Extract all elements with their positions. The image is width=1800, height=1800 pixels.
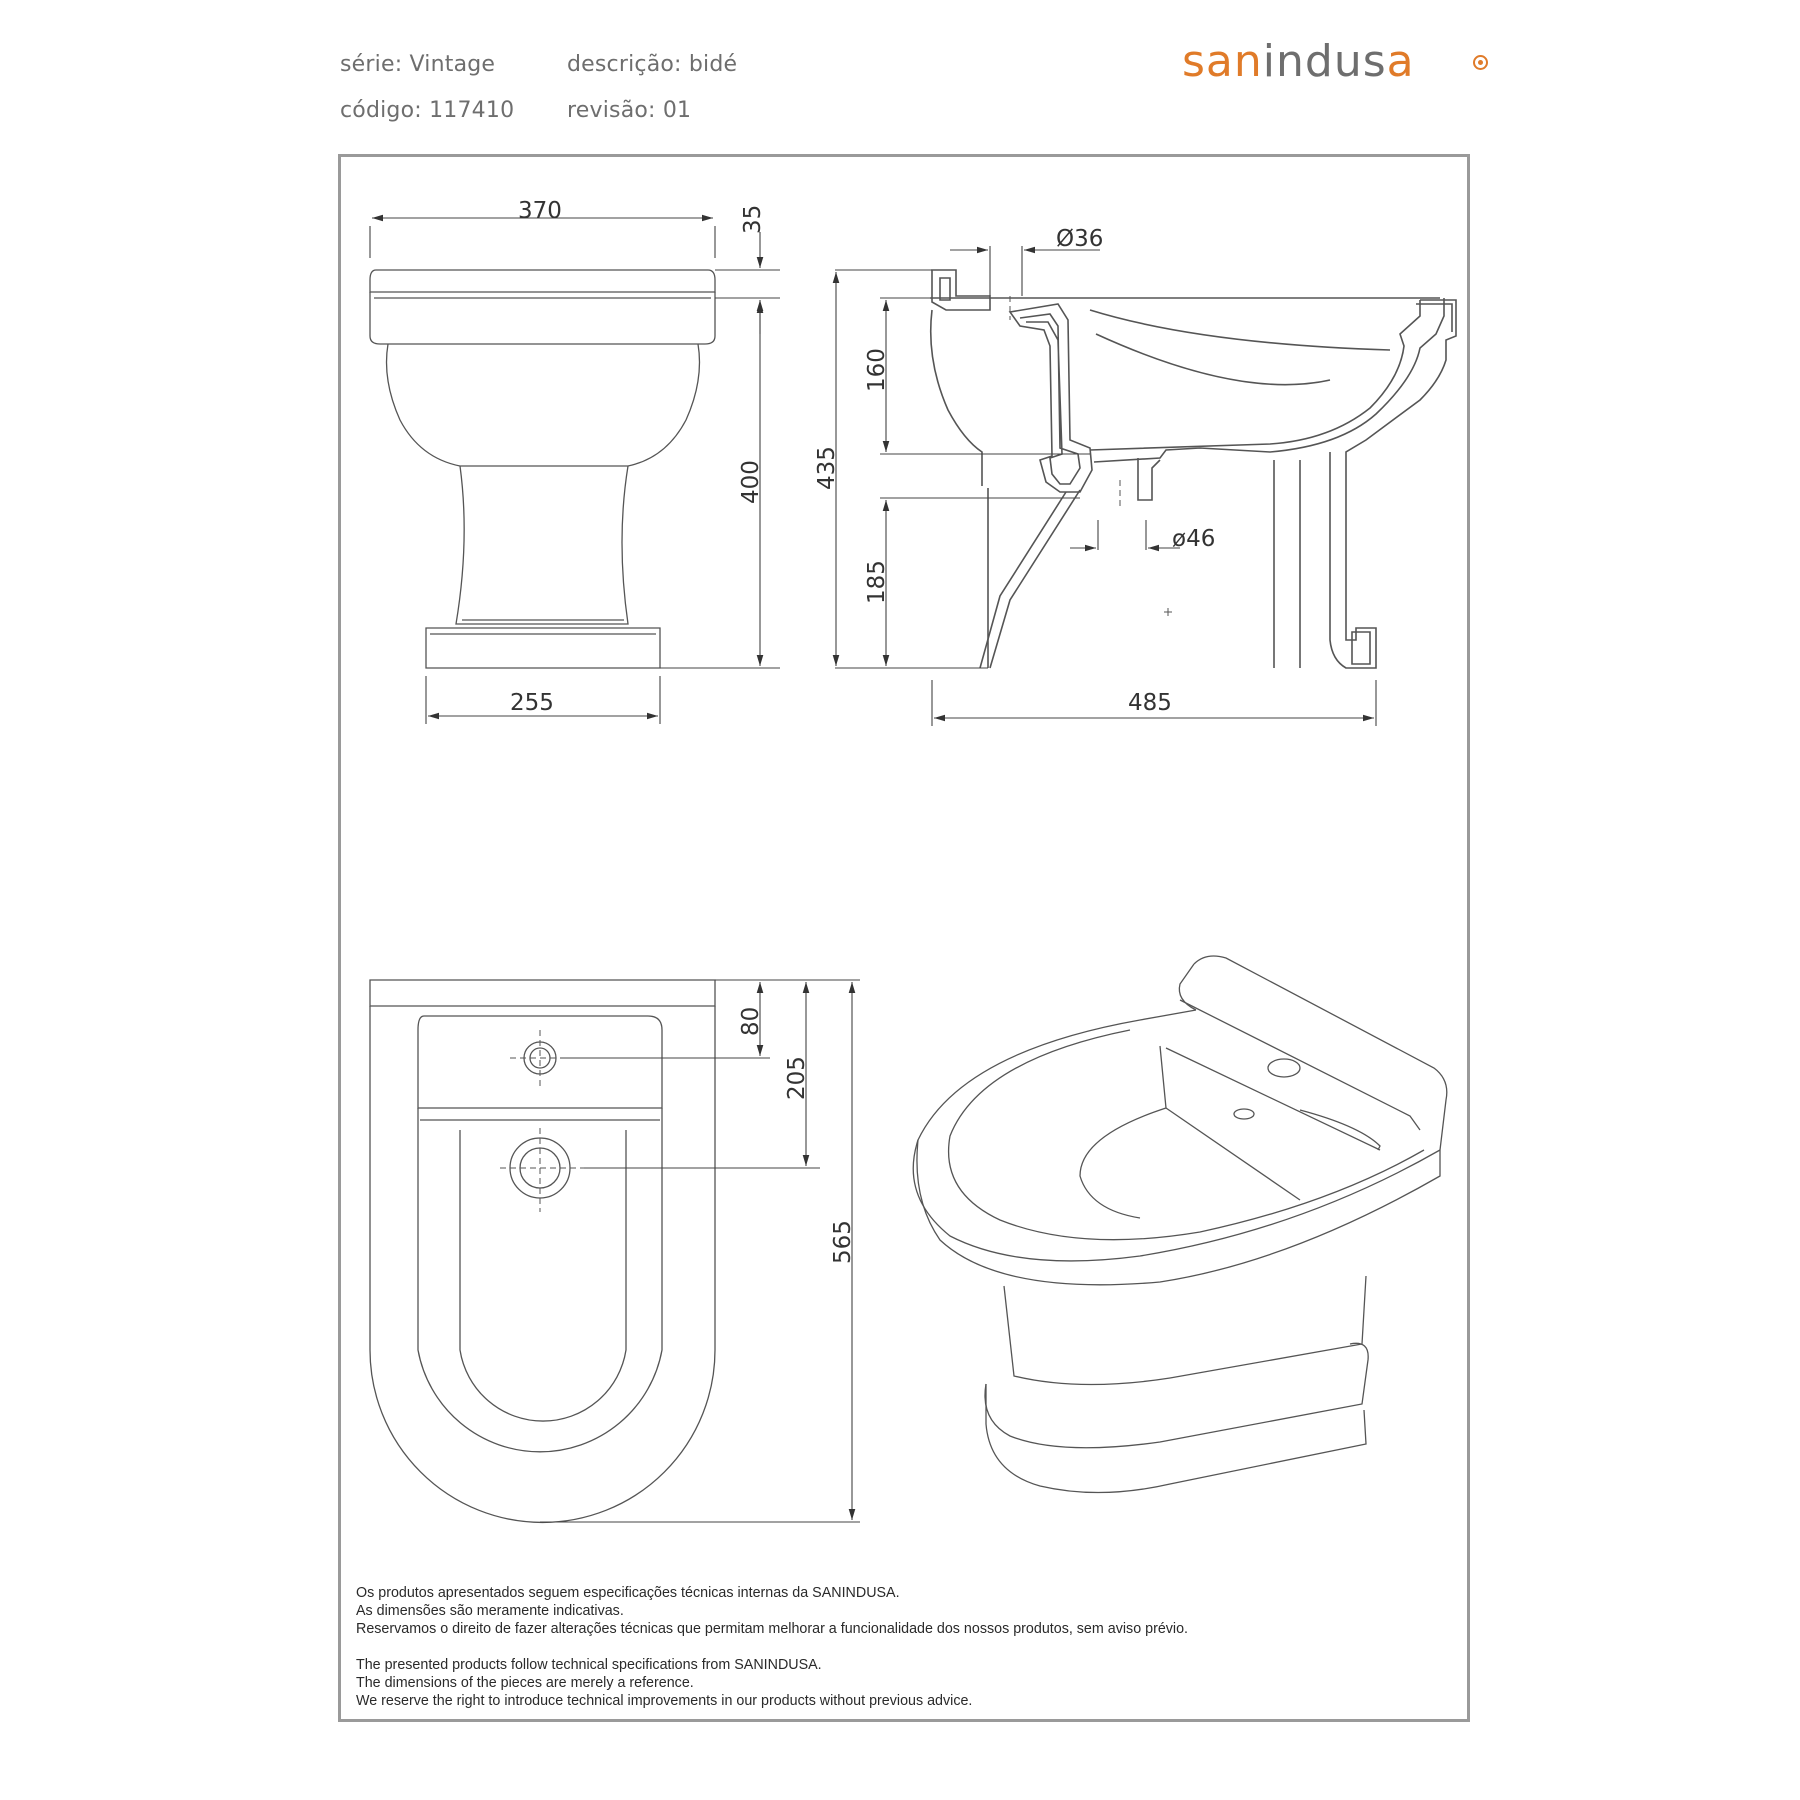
plan-view — [369, 979, 716, 1524]
note-line: The presented products follow technical … — [356, 1657, 822, 1673]
descricao-field: descrição: bidé — [567, 52, 737, 77]
front-view — [369, 269, 716, 669]
drawing-frame — [338, 154, 1470, 1722]
note-line: As dimensões são meramente indicativas. — [356, 1603, 624, 1619]
target-mark — [1164, 608, 1172, 616]
dimension-labels: 370 35 400 255 Ø36 435 160 185 ø46 485 8… — [510, 198, 1215, 1264]
dim-front-height: 400 — [738, 460, 764, 504]
dim-plan-tap: 80 — [738, 1007, 764, 1036]
dimension-lines — [369, 214, 1377, 1523]
dim-side-diameter-bottom: ø46 — [1172, 526, 1215, 552]
revisao-label: revisão: — [567, 98, 656, 123]
note-line: We reserve the right to introduce techni… — [356, 1693, 973, 1709]
perspective-view — [912, 955, 1448, 1494]
notes-english: The presented products follow technical … — [356, 1656, 972, 1710]
codigo-value: 117410 — [429, 98, 515, 123]
serie-label: série: — [340, 52, 403, 77]
codigo-field: código: 117410 — [340, 98, 514, 123]
logo-mark-icon — [1473, 55, 1488, 70]
logo-part-2: indus — [1262, 36, 1387, 87]
serie-value: Vintage — [409, 52, 496, 77]
dim-front-base-width: 255 — [510, 690, 554, 716]
revisao-field: revisão: 01 — [567, 98, 691, 123]
descricao-value: bidé — [688, 52, 738, 77]
dim-side-depth: 485 — [1128, 690, 1172, 716]
side-section-view — [929, 269, 1457, 669]
dim-side-lower: 185 — [864, 560, 890, 604]
revisao-value: 01 — [662, 98, 692, 123]
dim-side-total-height: 435 — [814, 446, 840, 490]
logo-part-1: san — [1182, 36, 1263, 87]
sanindusa-logo: sanindusa — [1182, 40, 1415, 84]
dim-plan-length: 565 — [830, 1220, 856, 1264]
dim-front-rim: 35 — [740, 205, 766, 234]
logo-part-3: a — [1386, 36, 1415, 87]
dim-side-diameter-top: Ø36 — [1056, 226, 1103, 252]
centerlines — [500, 296, 1121, 1212]
dim-plan-drain: 205 — [784, 1056, 810, 1100]
serie-field: série: Vintage — [340, 52, 495, 77]
codigo-label: código: — [340, 98, 422, 123]
note-line: The dimensions of the pieces are merely … — [356, 1675, 694, 1691]
note-line: Reservamos o direito de fazer alterações… — [356, 1621, 1189, 1637]
dim-side-upper: 160 — [864, 348, 890, 392]
dim-front-width-top: 370 — [518, 198, 562, 224]
descricao-label: descrição: — [567, 52, 682, 77]
note-line: Os produtos apresentados seguem especifi… — [356, 1585, 900, 1601]
notes-portuguese: Os produtos apresentados seguem especifi… — [356, 1584, 1188, 1638]
